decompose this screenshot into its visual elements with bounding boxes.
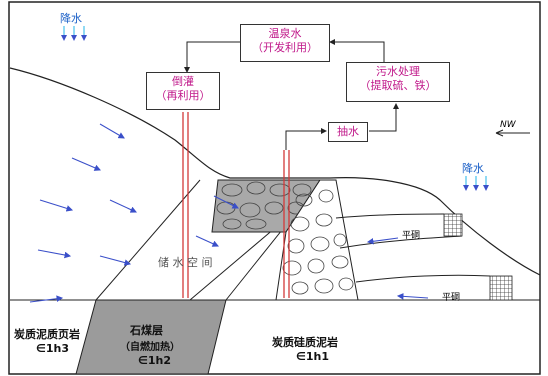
hot-spring-title: 温泉水 bbox=[268, 27, 302, 40]
reinjection-box: 倒灌 （再利用） bbox=[146, 72, 220, 110]
tunnel-portal-upper bbox=[443, 213, 463, 237]
coal-seam bbox=[75, 299, 227, 375]
tunnel-label-upper: 平硐 bbox=[402, 231, 421, 241]
coal-seam-note: （自燃加热） bbox=[120, 342, 180, 353]
rubble-column bbox=[275, 179, 359, 301]
tunnel-lower-top bbox=[355, 274, 491, 283]
outer-frame bbox=[8, 1, 541, 375]
tunnel-flow-arrow-upper bbox=[366, 237, 399, 245]
treatment-box: 污水处理 （提取硫、铁） bbox=[346, 62, 450, 102]
pumping-box: 抽水 bbox=[328, 122, 368, 142]
ground-surface bbox=[9, 67, 541, 276]
rock-right-code: ∈1h1 bbox=[296, 350, 329, 363]
coal-seam-code: ∈1h2 bbox=[138, 354, 171, 367]
pumping-label: 抽水 bbox=[337, 125, 359, 138]
coal-seam-name: 石煤层 bbox=[130, 324, 163, 337]
tunnel-portal-lower bbox=[489, 275, 513, 301]
flow-connectors bbox=[184, 39, 399, 150]
rock-left-name: 炭质泥质页岩 bbox=[14, 328, 80, 341]
rock-left-code: ∈1h3 bbox=[36, 342, 69, 355]
treatment-subtitle: （提取硫、铁） bbox=[359, 79, 437, 92]
rain-label-left: 降水 bbox=[60, 12, 82, 25]
pumping-pipe bbox=[283, 150, 290, 298]
seepage-arrows bbox=[29, 123, 239, 303]
north-arrow-head bbox=[495, 129, 504, 137]
hot-spring-subtitle: （开发利用） bbox=[252, 41, 318, 54]
rain-label-right: 降水 bbox=[462, 162, 484, 175]
rubble-stones bbox=[282, 189, 354, 295]
treatment-title: 污水处理 bbox=[376, 65, 420, 78]
reinjection-title: 倒灌 bbox=[172, 75, 194, 88]
rock-right-name: 炭质硅质泥岩 bbox=[272, 336, 338, 349]
tunnel-label-lower: 平硐 bbox=[442, 293, 461, 303]
north-west-label: NW bbox=[500, 120, 516, 130]
tunnel-upper-bottom bbox=[339, 235, 463, 249]
tunnel-flow-arrow-lower bbox=[396, 293, 429, 300]
tunnel-upper-top bbox=[335, 213, 445, 219]
hot-spring-box: 温泉水 （开发利用） bbox=[240, 24, 330, 62]
rain-arrows-right bbox=[463, 176, 489, 191]
storage-space-label: 储 水 空 间 bbox=[158, 256, 213, 269]
reinjection-subtitle: （再利用） bbox=[155, 89, 211, 102]
fault-line-left bbox=[95, 179, 201, 301]
storage-diagonal bbox=[189, 227, 276, 301]
reinjection-pipe bbox=[182, 112, 189, 298]
rain-arrows-left bbox=[61, 26, 87, 41]
